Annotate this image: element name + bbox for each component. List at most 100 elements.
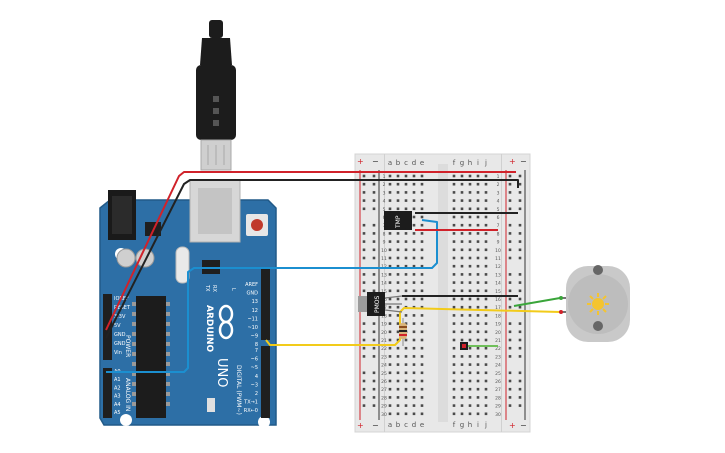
breadboard-hole[interactable] [396, 396, 400, 399]
breadboard-hole[interactable] [460, 387, 464, 391]
breadboard-hole[interactable] [484, 256, 488, 260]
breadboard-hole[interactable] [404, 371, 408, 375]
breadboard-hole[interactable] [388, 264, 392, 268]
breadboard-hole[interactable] [420, 346, 424, 350]
breadboard-hole[interactable] [388, 174, 392, 178]
rail-hole[interactable] [518, 338, 522, 342]
breadboard-hole[interactable] [484, 297, 488, 301]
breadboard-hole[interactable] [452, 363, 456, 366]
breadboard-hole[interactable] [412, 248, 416, 252]
breadboard-hole[interactable] [460, 182, 464, 186]
breadboard-hole[interactable] [476, 314, 480, 317]
rail-hole[interactable] [372, 379, 376, 383]
breadboard-hole[interactable] [412, 256, 416, 260]
rail-hole[interactable] [518, 273, 522, 276]
breadboard-hole[interactable] [468, 248, 472, 252]
breadboard-hole[interactable] [412, 379, 416, 383]
breadboard-hole[interactable] [404, 346, 408, 350]
breadboard-hole[interactable] [412, 322, 416, 325]
breadboard-hole[interactable] [420, 305, 424, 309]
rail-hole[interactable] [362, 182, 366, 186]
rail-hole[interactable] [518, 182, 522, 186]
breadboard-hole[interactable] [476, 199, 480, 202]
breadboard-hole[interactable] [484, 215, 488, 219]
rail-hole[interactable] [508, 240, 512, 243]
breadboard-hole[interactable] [452, 330, 456, 334]
breadboard-hole[interactable] [452, 199, 456, 202]
breadboard-hole[interactable] [460, 191, 464, 194]
rail-hole[interactable] [508, 248, 512, 252]
breadboard-hole[interactable] [396, 182, 400, 186]
breadboard-hole[interactable] [420, 412, 424, 416]
breadboard-hole[interactable] [476, 297, 480, 301]
breadboard-hole[interactable] [476, 363, 480, 366]
breadboard-hole[interactable] [404, 207, 408, 211]
rail-hole[interactable] [362, 379, 366, 383]
rail-hole[interactable] [518, 387, 522, 391]
rail-hole[interactable] [508, 297, 512, 301]
breadboard-hole[interactable] [412, 363, 416, 366]
rail-hole[interactable] [508, 379, 512, 383]
breadboard-hole[interactable] [388, 207, 392, 211]
breadboard-hole[interactable] [484, 191, 488, 194]
rail-hole[interactable] [518, 371, 522, 375]
breadboard-hole[interactable] [460, 281, 464, 284]
breadboard-hole[interactable] [404, 396, 408, 399]
breadboard-hole[interactable] [420, 314, 424, 317]
breadboard-hole[interactable] [388, 322, 392, 325]
breadboard-hole[interactable] [484, 264, 488, 268]
breadboard-hole[interactable] [404, 264, 408, 268]
breadboard-hole[interactable] [412, 232, 416, 235]
rail-hole[interactable] [518, 199, 522, 202]
breadboard-hole[interactable] [396, 338, 400, 342]
breadboard-hole[interactable] [412, 289, 416, 293]
breadboard-hole[interactable] [484, 289, 488, 293]
breadboard-hole[interactable] [412, 404, 416, 407]
breadboard-hole[interactable] [420, 289, 424, 293]
breadboard-hole[interactable] [412, 174, 416, 178]
rail-hole[interactable] [362, 207, 366, 211]
breadboard-hole[interactable] [484, 404, 488, 407]
breadboard-hole[interactable] [484, 240, 488, 243]
breadboard-hole[interactable] [468, 297, 472, 301]
breadboard-hole[interactable] [420, 215, 424, 219]
breadboard-hole[interactable] [412, 371, 416, 375]
breadboard-hole[interactable] [452, 371, 456, 375]
rail-hole[interactable] [508, 273, 512, 276]
rail-hole[interactable] [372, 404, 376, 407]
breadboard-hole[interactable] [420, 174, 424, 178]
breadboard-hole[interactable] [476, 396, 480, 399]
rail-hole[interactable] [362, 281, 366, 284]
rail-hole[interactable] [508, 289, 512, 293]
rail-hole[interactable] [508, 182, 512, 186]
breadboard-hole[interactable] [420, 232, 424, 235]
breadboard-hole[interactable] [420, 182, 424, 186]
rail-hole[interactable] [372, 256, 376, 260]
rail-hole[interactable] [372, 355, 376, 358]
rail-hole[interactable] [508, 199, 512, 202]
breadboard-hole[interactable] [404, 248, 408, 252]
breadboard-hole[interactable] [468, 396, 472, 399]
breadboard-hole[interactable] [476, 240, 480, 243]
breadboard-hole[interactable] [404, 256, 408, 260]
breadboard-hole[interactable] [396, 404, 400, 407]
breadboard-hole[interactable] [468, 289, 472, 293]
breadboard-hole[interactable] [484, 346, 488, 350]
rail-hole[interactable] [372, 346, 376, 350]
rail-hole[interactable] [362, 346, 366, 350]
rail-hole[interactable] [508, 232, 512, 235]
breadboard-hole[interactable] [484, 387, 488, 391]
breadboard-hole[interactable] [484, 273, 488, 276]
breadboard-hole[interactable] [468, 264, 472, 268]
breadboard-hole[interactable] [476, 223, 480, 227]
breadboard-hole[interactable] [460, 223, 464, 227]
breadboard-hole[interactable] [412, 273, 416, 276]
breadboard-hole[interactable] [476, 264, 480, 268]
rail-hole[interactable] [372, 289, 376, 293]
breadboard-hole[interactable] [420, 396, 424, 399]
breadboard-hole[interactable] [388, 379, 392, 383]
breadboard-hole[interactable] [404, 232, 408, 235]
rail-hole[interactable] [362, 273, 366, 276]
breadboard-hole[interactable] [412, 338, 416, 342]
breadboard-hole[interactable] [396, 256, 400, 260]
